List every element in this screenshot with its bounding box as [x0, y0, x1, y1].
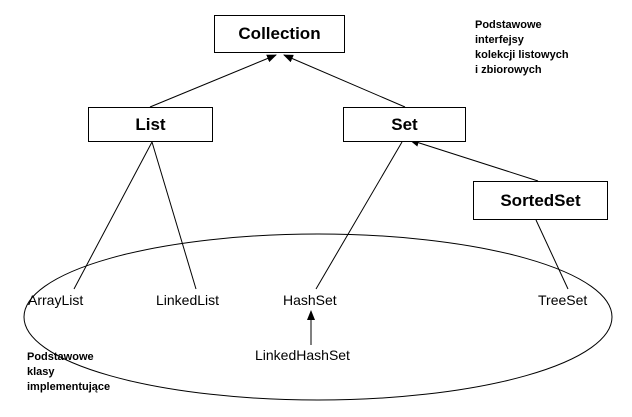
interfaces-caption-line: Podstawowe [475, 19, 542, 31]
classes-caption-line: Podstawowe [27, 351, 94, 363]
class-treeset-label[interactable]: TreeSet [538, 292, 588, 308]
class-linkedhashset-label[interactable]: LinkedHashSet [255, 347, 350, 363]
arrow-list-to-collection [149, 54, 277, 108]
class-hashset-label[interactable]: HashSet [283, 292, 337, 308]
arrow-sortedset-to-set [409, 138, 539, 182]
line-sortedset-to-treeset [535, 219, 569, 290]
interfaces-caption-line: i zbiorowych [475, 64, 542, 76]
classes-caption-line: klasy [27, 366, 55, 378]
interface-collection-box[interactable]: Collection [214, 15, 345, 53]
line-list-to-linkedlist [151, 141, 197, 290]
class-arraylist-label[interactable]: ArrayList [28, 292, 84, 308]
interfaces-caption: Podstawowe interfejsy kolekcji listowych… [475, 18, 569, 78]
line-list-to-arraylist [73, 141, 153, 290]
interface-set-box[interactable]: Set [343, 107, 466, 142]
classes-caption-line: implementujące [27, 381, 111, 393]
interfaces-caption-line: kolekcji listowych [475, 49, 569, 61]
class-linkedlist-label[interactable]: LinkedList [156, 292, 220, 308]
interfaces-caption-line: interfejsy [475, 34, 524, 46]
classes-caption: Podstawowe klasy implementujące [27, 350, 110, 395]
line-set-to-hashset [315, 141, 403, 290]
arrow-set-to-collection [283, 54, 406, 108]
implementations-ellipse [23, 233, 613, 401]
interface-sortedset-box[interactable]: SortedSet [473, 181, 608, 220]
interface-list-box[interactable]: List [88, 107, 213, 142]
